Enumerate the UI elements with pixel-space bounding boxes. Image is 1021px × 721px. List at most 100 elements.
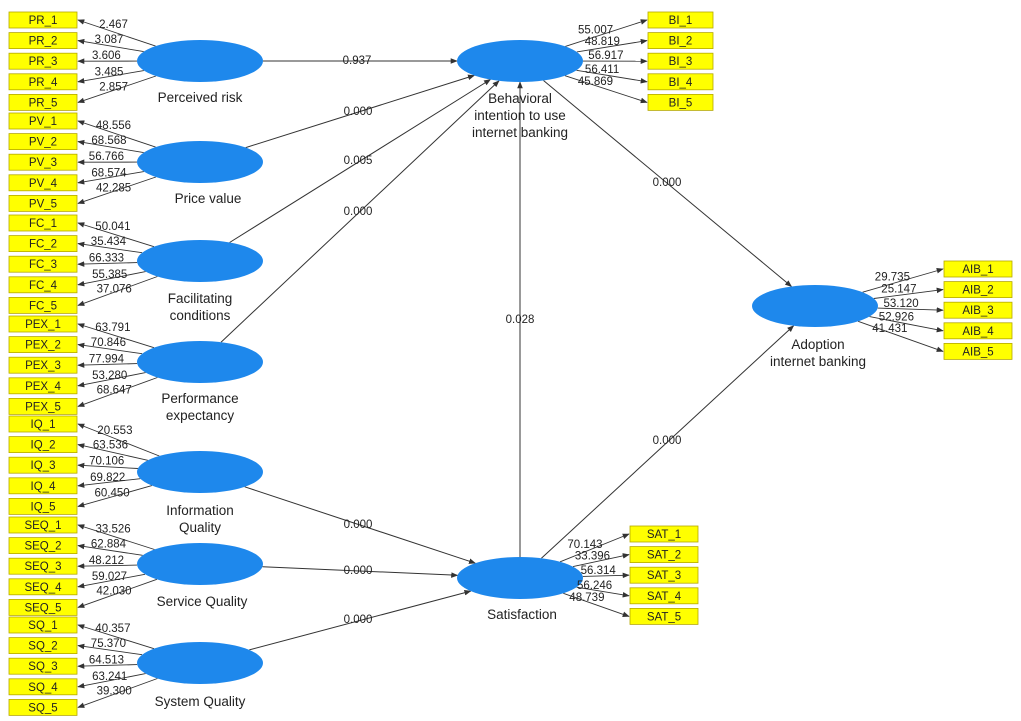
path-iq-to-sat[interactable] — [244, 486, 476, 564]
construct-fc-ellipse[interactable] — [137, 240, 263, 282]
indicator-pex-5-box[interactable] — [8, 397, 78, 415]
loading-value-sat-4: 56.246 — [577, 580, 612, 592]
loading-arrow-bi-2 — [576, 38, 648, 53]
indicator-fc-2-box[interactable] — [8, 235, 78, 253]
indicator-pr-4-box[interactable] — [8, 73, 78, 91]
indicator-bi-3-label: BI_3 — [669, 56, 693, 68]
indicator-iq-1-box[interactable] — [8, 415, 78, 433]
indicator-sq-4-label: SQ_4 — [28, 682, 58, 694]
indicator-pv-1-box[interactable] — [8, 112, 78, 130]
construct-pv-ellipse[interactable] — [137, 141, 263, 183]
loading-value-pex-1: 63.791 — [95, 322, 130, 334]
indicator-pex-4-box[interactable] — [8, 377, 78, 395]
indicator-pv-2-box[interactable] — [8, 133, 78, 151]
indicator-sq-3-box[interactable] — [8, 657, 78, 675]
construct-aib-ellipse[interactable] — [752, 285, 878, 327]
indicator-sat-3-box[interactable] — [629, 566, 699, 584]
loading-value-sat-5: 48.739 — [569, 592, 604, 604]
indicator-bi-3-box[interactable] — [647, 52, 714, 70]
indicator-pv-5-box[interactable] — [8, 194, 78, 212]
indicator-pv-4-box[interactable] — [8, 174, 78, 192]
loading-arrow-sat-1 — [559, 533, 630, 563]
indicator-aib-3-box[interactable] — [943, 301, 1013, 319]
indicator-sat-1-box[interactable] — [629, 525, 699, 543]
indicator-seq-1-box[interactable] — [8, 516, 78, 534]
indicator-iq-4-box[interactable] — [8, 477, 78, 495]
indicator-iq-1-label: IQ_1 — [31, 419, 56, 431]
loading-value-fc-1: 50.041 — [95, 221, 130, 233]
loading-arrow-fc-2 — [77, 241, 143, 254]
loading-arrow-pex-5 — [77, 377, 158, 407]
construct-fc-label-line: conditions — [170, 308, 231, 323]
construct-sq-ellipse[interactable] — [137, 642, 263, 684]
loading-value-fc-2: 35.434 — [91, 236, 127, 248]
construct-pr-ellipse[interactable] — [137, 40, 263, 82]
loading-value-pr-5: 2.857 — [99, 81, 128, 93]
loading-value-pv-5: 42.285 — [96, 182, 131, 194]
indicator-pv-2-label: PV_2 — [29, 137, 57, 149]
indicator-pr-2-box[interactable] — [8, 32, 78, 49]
indicator-fc-5-box[interactable] — [8, 296, 78, 314]
path-value-pex-to-bi: 0.000 — [344, 206, 373, 218]
indicator-bi-1-box[interactable] — [647, 11, 714, 29]
indicator-iq-3-box[interactable] — [8, 456, 78, 474]
indicator-sq-2-label: SQ_2 — [28, 641, 57, 653]
construct-seq-ellipse[interactable] — [137, 543, 263, 585]
indicator-aib-2-box[interactable] — [943, 281, 1013, 299]
indicator-sq-4-box[interactable] — [8, 678, 78, 696]
indicator-fc-4-box[interactable] — [8, 276, 78, 294]
indicator-pr-5-box[interactable] — [8, 94, 78, 111]
indicator-iq-5-box[interactable] — [8, 497, 78, 515]
indicator-seq-5-box[interactable] — [8, 599, 78, 616]
construct-pv-label: Price value — [175, 191, 242, 206]
loading-value-seq-3: 48.212 — [89, 555, 124, 567]
indicator-sq-2-box[interactable] — [8, 637, 78, 654]
indicator-iq-4-label: IQ_4 — [31, 481, 57, 493]
construct-fc-label-line: Facilitating — [168, 291, 233, 306]
path-fc-to-bi[interactable] — [229, 79, 491, 243]
loading-arrow-sq-2 — [77, 643, 143, 656]
path-seq-to-sat[interactable] — [262, 566, 459, 578]
path-bi-to-aib[interactable] — [543, 80, 793, 287]
indicator-iq-2-box[interactable] — [8, 436, 78, 454]
indicator-pex-1-label: PEX_1 — [25, 319, 61, 331]
indicator-seq-4-box[interactable] — [8, 578, 78, 596]
indicator-sq-5-box[interactable] — [8, 699, 78, 716]
indicator-sat-2-box[interactable] — [629, 546, 699, 563]
indicator-aib-4-box[interactable] — [943, 322, 1013, 340]
indicator-pex-2-box[interactable] — [8, 336, 78, 354]
indicator-pex-3-box[interactable] — [8, 356, 78, 374]
indicator-bi-5-box[interactable] — [647, 94, 714, 111]
indicator-sat-5-box[interactable] — [629, 608, 699, 625]
construct-iq-ellipse[interactable] — [137, 451, 263, 493]
indicator-bi-5-label: BI_5 — [669, 97, 693, 109]
indicator-fc-3-box[interactable] — [8, 255, 78, 273]
indicator-pv-3-box[interactable] — [8, 153, 78, 171]
indicator-pr-3-box[interactable] — [8, 52, 78, 70]
construct-pex-ellipse[interactable] — [137, 341, 263, 383]
construct-bi-ellipse[interactable] — [457, 40, 583, 82]
indicator-seq-3-box[interactable] — [8, 557, 78, 575]
indicator-sq-1-label: SQ_1 — [28, 620, 57, 632]
indicator-fc-1-box[interactable] — [8, 214, 78, 232]
indicator-sq-1-box[interactable] — [8, 616, 78, 634]
construct-iq-label-line: Quality — [179, 520, 221, 535]
indicator-sat-4-box[interactable] — [629, 587, 699, 605]
indicator-aib-1-box[interactable] — [943, 260, 1013, 278]
path-sq-to-sat[interactable] — [249, 590, 472, 651]
path-pex-to-bi[interactable] — [220, 80, 500, 343]
connector-layer — [77, 19, 944, 708]
indicator-bi-2-box[interactable] — [647, 32, 714, 49]
indicator-pr-1-box[interactable] — [8, 11, 78, 29]
loading-value-fc-3: 66.333 — [89, 253, 124, 265]
indicator-pr-1-label: PR_1 — [29, 15, 58, 27]
indicator-bi-4-box[interactable] — [647, 73, 714, 91]
path-sat-to-aib[interactable] — [541, 325, 795, 559]
construct-sat-ellipse[interactable] — [457, 557, 583, 599]
indicator-aib-5-box[interactable] — [943, 342, 1013, 360]
path-pv-to-bi[interactable] — [245, 74, 475, 149]
indicator-pex-1-box[interactable] — [8, 315, 78, 333]
indicator-seq-2-box[interactable] — [8, 537, 78, 554]
